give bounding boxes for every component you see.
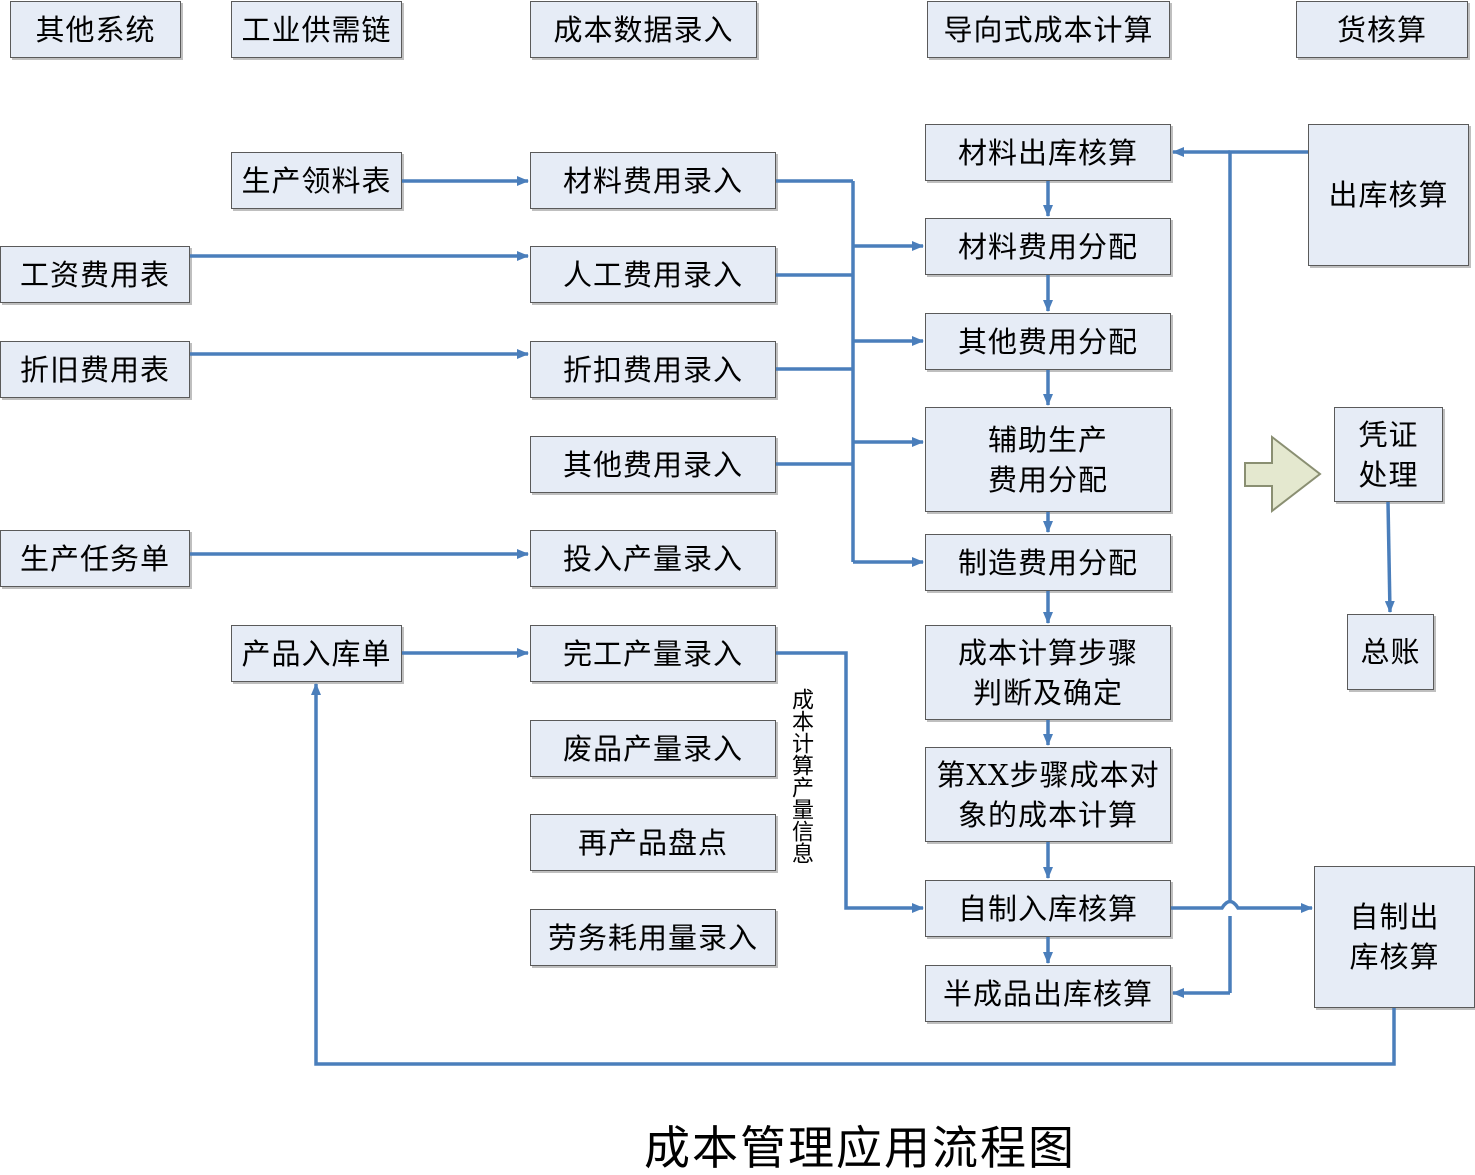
- node-depreciation-expense: 折旧费用表: [0, 341, 190, 398]
- node-scrap-qty-entry: 废品产量录入: [530, 720, 776, 777]
- node-discount-cost-entry: 折扣费用录入: [530, 341, 776, 398]
- line-out-accounting-trunk: [1228, 150, 1308, 993]
- node-material-cost-entry: 材料费用录入: [530, 152, 776, 209]
- arrow-self-made-out-to-warehousing: [311, 683, 1396, 1066]
- node-material-cost-alloc: 材料费用分配: [925, 218, 1171, 275]
- block-arrow-icon: [1244, 434, 1322, 514]
- diagram-title: 成本管理应用流程图: [644, 1121, 1076, 1175]
- node-labor-usage-entry: 劳务耗用量录入: [530, 909, 776, 966]
- header-cost-entry: 成本数据录入: [530, 1, 757, 58]
- node-step-xx-calc: 第XX步骤成本对 象的成本计算: [925, 747, 1171, 842]
- node-mfg-overhead-alloc: 制造费用分配: [925, 534, 1171, 591]
- node-labor-cost-entry: 人工费用录入: [530, 246, 776, 303]
- node-wip-count: 再产品盘点: [530, 814, 776, 871]
- node-self-made-in-accounting: 自制入库核算: [925, 880, 1171, 937]
- node-out-accounting: 出库核算: [1308, 124, 1469, 266]
- node-product-warehousing: 产品入库单: [231, 625, 402, 682]
- node-material-out-accounting: 材料出库核算: [925, 124, 1171, 181]
- side-label-cost-qty-info: 成本计算产量信息: [788, 688, 813, 864]
- node-production-task: 生产任务单: [0, 530, 190, 587]
- arrow-completed-to-self-made-in: [776, 651, 924, 913]
- header-inventory-accounting: 货核算: [1296, 1, 1468, 58]
- node-other-cost-alloc: 其他费用分配: [925, 313, 1171, 370]
- node-production-picking: 生产领料表: [231, 152, 402, 209]
- node-calc-step-determine: 成本计算步骤 判断及确定: [925, 625, 1171, 720]
- node-input-qty-entry: 投入产量录入: [530, 530, 776, 587]
- arrow-self-made-in-to-out: [1171, 899, 1313, 913]
- header-other-systems: 其他系统: [10, 1, 181, 58]
- header-guided-calc: 导向式成本计算: [927, 1, 1170, 58]
- node-semi-out-accounting: 半成品出库核算: [925, 965, 1171, 1022]
- bus-entry-links: [776, 179, 853, 466]
- node-wage-expense: 工资费用表: [0, 246, 190, 303]
- node-voucher-processing: 凭证 处理: [1334, 407, 1443, 502]
- arrow-voucher-to-ledger: [1384, 501, 1395, 613]
- node-completed-qty-entry: 完工产量录入: [530, 625, 776, 682]
- node-aux-cost-alloc: 辅助生产 费用分配: [925, 407, 1171, 512]
- node-other-cost-entry: 其他费用录入: [530, 436, 776, 493]
- node-self-made-out-accounting: 自制出 库核算: [1314, 866, 1475, 1008]
- node-general-ledger: 总账: [1347, 614, 1434, 690]
- header-supply-chain: 工业供需链: [231, 1, 402, 58]
